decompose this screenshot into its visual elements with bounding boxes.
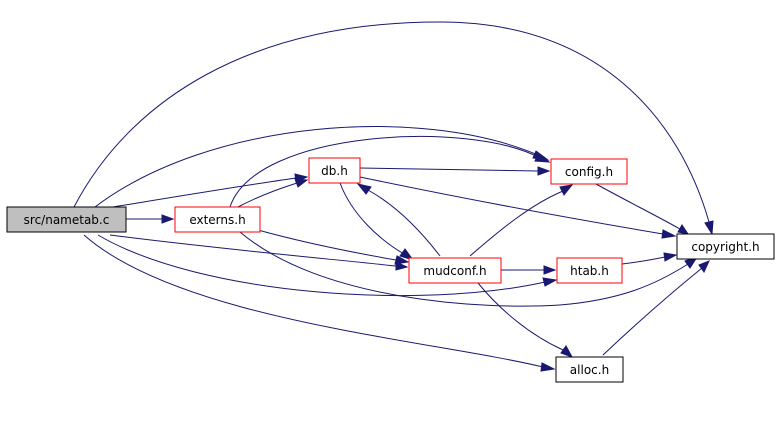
edge-alloc-copyright [602, 267, 703, 356]
node-htab[interactable]: htab.h [556, 257, 623, 284]
arrowhead-config-d [559, 184, 574, 196]
node-htab-box [556, 257, 623, 284]
node-copyright-label: copyright.h [691, 240, 759, 254]
node-db[interactable]: db.h [308, 157, 361, 184]
edge-nametab-htab [97, 234, 546, 297]
arrowhead-mudconf-b [394, 255, 410, 265]
node-nametab-label: src/nametab.c [24, 213, 110, 227]
arrowhead-copyright-e [663, 252, 678, 262]
arrowhead-config-b [534, 153, 551, 163]
edge-db-mudconf [339, 182, 405, 255]
arrowhead-alloc-b [560, 345, 574, 358]
arrowhead-mudconf-c [399, 248, 415, 261]
edge-externs-mudconf [257, 229, 397, 261]
node-db-box [308, 157, 361, 184]
edges [73, 21, 714, 372]
edge-htab-copyright [621, 256, 666, 265]
arrowhead-copyright-c [661, 229, 677, 239]
node-alloc[interactable]: alloc.h [555, 356, 624, 383]
node-alloc-label: alloc.h [570, 363, 609, 377]
edge-db-copyright [359, 176, 664, 235]
nodes: src/nametab.c externs.h db.h config.h mu… [6, 157, 775, 383]
arrowhead-htab-a [542, 277, 558, 287]
arrowhead-db-c [356, 183, 372, 195]
edge-mudconf-config [469, 190, 564, 257]
arrowhead-db-b [294, 178, 309, 188]
arrowhead-copyright-a [704, 220, 714, 236]
edge-nametab-config [94, 126, 539, 208]
node-nametab-box [6, 206, 127, 233]
node-config-box [550, 158, 628, 185]
arrowhead-copyright-d [677, 224, 690, 235]
edge-nametab-copyright [73, 21, 710, 223]
node-copyright[interactable]: copyright.h [676, 233, 775, 260]
node-mudconf-box [408, 257, 502, 284]
node-config[interactable]: config.h [550, 158, 628, 185]
node-mudconf-label: mudconf.h [423, 264, 486, 278]
edge-db-config [359, 167, 539, 172]
arrowhead-mudconf-a [395, 261, 409, 271]
edge-externs-db [237, 182, 298, 208]
edge-config-copyright [595, 183, 681, 230]
edge-nametab-alloc [83, 234, 544, 368]
node-mudconf[interactable]: mudconf.h [408, 257, 502, 284]
arrowhead-htab-b [543, 265, 557, 275]
node-htab-label: htab.h [570, 264, 609, 278]
edge-externs-config [229, 136, 541, 208]
edge-mudconf-db [367, 189, 441, 257]
edge-mudconf-alloc [477, 282, 564, 351]
node-externs-label: externs.h [189, 213, 245, 227]
node-db-label: db.h [321, 164, 348, 178]
edge-nametab-mudconf [109, 234, 397, 267]
arrowhead-config-c [537, 166, 551, 176]
arrowhead-alloc-a [540, 362, 556, 372]
node-nametab[interactable]: src/nametab.c [6, 206, 127, 233]
arrowhead-externs [161, 214, 175, 224]
node-copyright-box [676, 233, 775, 260]
node-config-label: config.h [565, 165, 613, 179]
node-externs-box [174, 206, 261, 233]
edge-externs-copyright [239, 231, 689, 307]
edge-nametab-db [112, 177, 297, 208]
arrowhead-copyright-f [698, 260, 710, 273]
node-alloc-box [555, 356, 624, 383]
node-externs[interactable]: externs.h [174, 206, 261, 233]
